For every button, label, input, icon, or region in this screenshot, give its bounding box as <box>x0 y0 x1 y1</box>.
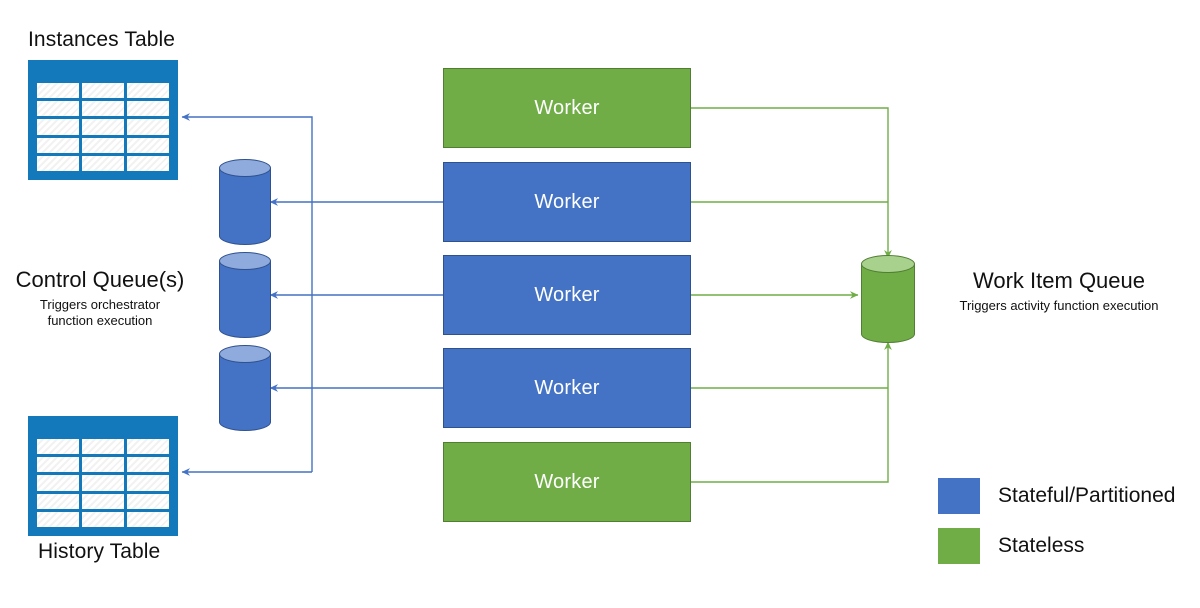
table-row <box>37 439 169 455</box>
table-cell <box>127 475 169 491</box>
history-table-caption: History Table <box>38 540 161 563</box>
table-cell <box>82 457 124 473</box>
table-cell <box>82 83 124 99</box>
cylinder-body <box>219 168 271 236</box>
table-row <box>37 101 169 117</box>
table-cell <box>37 137 79 153</box>
control-queue-3 <box>219 345 271 431</box>
table-cell <box>37 155 79 172</box>
cylinder-top <box>219 159 271 177</box>
table-row <box>37 155 169 172</box>
table-cell <box>82 493 124 509</box>
control-queues-label: Control Queue(s) Triggers orchestrator f… <box>0 267 200 330</box>
work-item-queue <box>861 255 915 343</box>
worker-label: Worker <box>534 190 600 213</box>
table-cell <box>37 101 79 117</box>
worker-label: Worker <box>534 283 600 306</box>
table-cell <box>82 119 124 135</box>
wire-worker5-to-work-item-queue <box>691 341 892 483</box>
table-cell <box>127 119 169 135</box>
table-row <box>37 119 169 135</box>
worker-label: Worker <box>534 96 600 119</box>
table-cell <box>127 493 169 509</box>
worker-1[interactable]: Worker <box>443 68 691 148</box>
table-row <box>37 475 169 491</box>
table-cell <box>37 511 79 528</box>
table-cell <box>82 155 124 172</box>
table-cell <box>37 457 79 473</box>
cylinder-body <box>219 354 271 422</box>
table-row <box>37 511 169 528</box>
table-cell <box>82 137 124 153</box>
control-queues-title: Control Queue(s) <box>15 267 185 292</box>
legend-label-stateful: Stateful/Partitioned <box>998 484 1176 507</box>
worker-5[interactable]: Worker <box>443 442 691 522</box>
table-cell <box>127 439 169 455</box>
cylinder-body <box>219 261 271 329</box>
work-item-queue-subtitle: Triggers activity function execution <box>959 298 1159 314</box>
worker-label: Worker <box>534 470 600 493</box>
table-cell <box>127 511 169 528</box>
table-cell <box>127 457 169 473</box>
legend-label-stateless: Stateless <box>998 534 1085 557</box>
table-cell <box>127 155 169 172</box>
legend-swatch-blue <box>938 478 980 514</box>
table-cell <box>82 475 124 491</box>
table-cell <box>127 101 169 117</box>
table-cell <box>37 119 79 135</box>
work-item-queue-title: Work Item Queue <box>973 268 1145 293</box>
table-cell <box>37 493 79 509</box>
cylinder-top <box>219 252 271 270</box>
table-cell <box>37 439 79 455</box>
table-cell <box>127 83 169 99</box>
instances-table <box>28 60 178 180</box>
worker-label: Worker <box>534 376 600 399</box>
table-row <box>37 493 169 509</box>
table-cell <box>82 511 124 528</box>
table-row <box>37 83 169 99</box>
legend-item-stateful: Stateful/Partitioned <box>938 478 1175 514</box>
instances-table-caption: Instances Table <box>28 28 176 51</box>
cylinder-body <box>861 264 915 334</box>
worker-2[interactable]: Worker <box>443 162 691 242</box>
legend: Stateful/Partitioned Stateless <box>938 478 1175 564</box>
worker-3[interactable]: Worker <box>443 255 691 335</box>
table-row <box>37 137 169 153</box>
table-row <box>37 457 169 473</box>
table-cell <box>37 83 79 99</box>
control-queues-subtitle-line2: function execution <box>47 313 153 329</box>
control-queues-subtitle-line1: Triggers orchestrator <box>39 297 161 313</box>
history-table <box>28 416 178 536</box>
table-cell <box>82 439 124 455</box>
cylinder-top <box>219 345 271 363</box>
worker-4[interactable]: Worker <box>443 348 691 428</box>
control-queue-2 <box>219 252 271 338</box>
legend-swatch-green <box>938 528 980 564</box>
work-item-queue-label: Work Item Queue Triggers activity functi… <box>944 268 1174 314</box>
wire-worker1-to-work-item-queue <box>691 107 892 259</box>
table-cell <box>127 137 169 153</box>
cylinder-top <box>861 255 915 273</box>
table-cell <box>37 475 79 491</box>
legend-item-stateless: Stateless <box>938 528 1175 564</box>
table-cell <box>82 101 124 117</box>
control-queue-1 <box>219 159 271 245</box>
